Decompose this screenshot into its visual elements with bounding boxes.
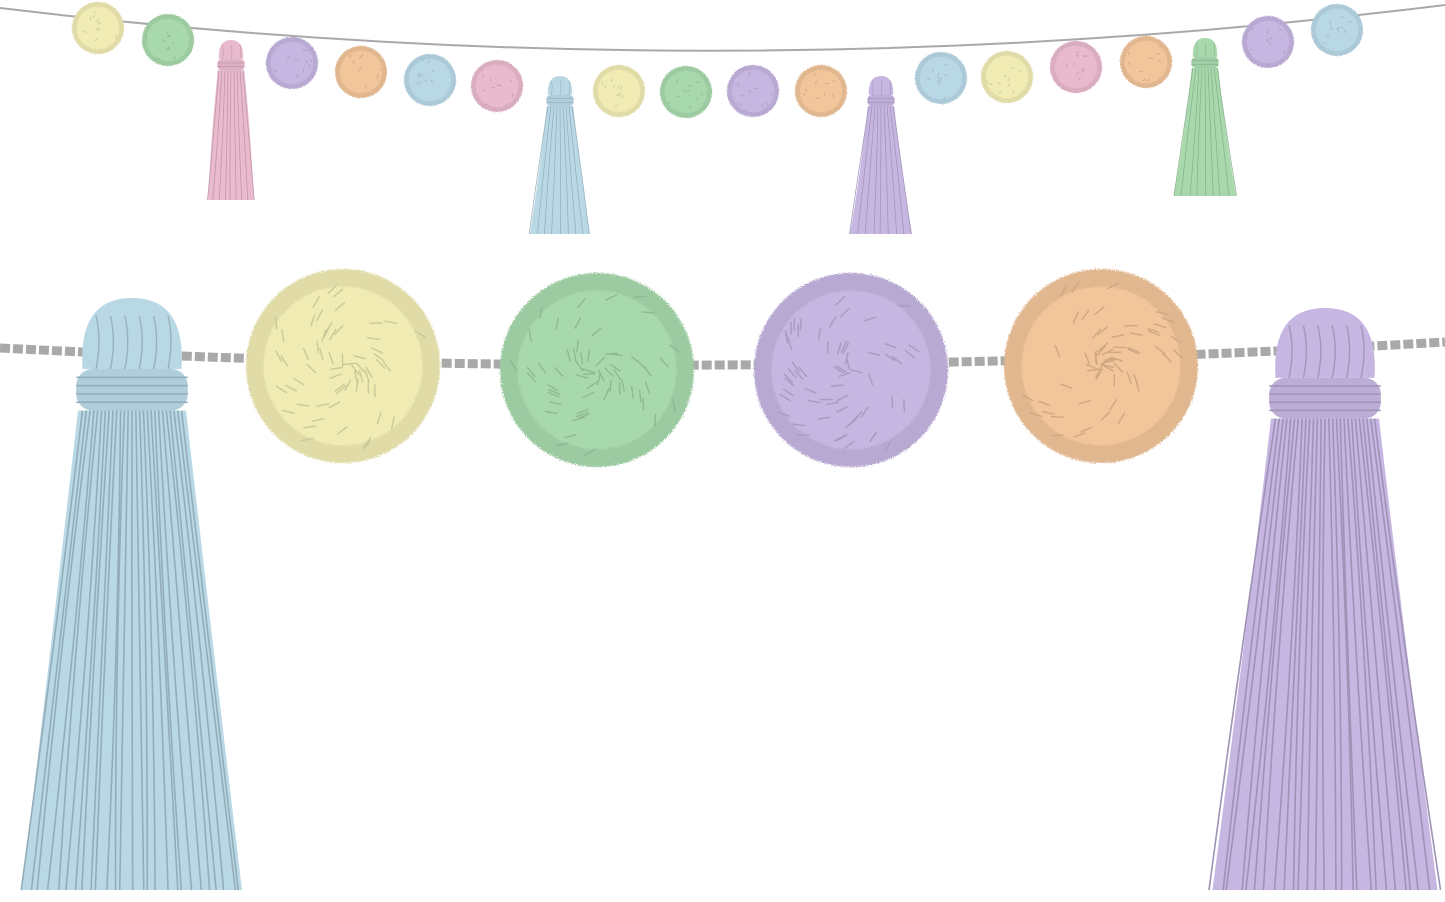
top-pompom-blue — [404, 54, 456, 106]
top-pompom-peach — [335, 46, 387, 98]
bottom-garland — [0, 269, 1445, 890]
top-tassel-pink — [208, 40, 255, 200]
top-pompom-peach — [795, 65, 847, 117]
top-pompom-green — [142, 14, 194, 66]
bottom-tassel-lavender — [1209, 308, 1441, 890]
top-pompom-pink — [1050, 41, 1102, 93]
top-pompom-pink — [471, 60, 523, 112]
top-pompom-lavender — [1242, 16, 1294, 68]
top-pompom-blue — [915, 52, 967, 104]
top-garland — [0, 2, 1445, 234]
top-tassel-green — [1174, 38, 1237, 196]
top-pompom-yellow — [72, 2, 124, 54]
top-pompom-blue — [1311, 4, 1363, 56]
top-garland-cord — [0, 5, 1445, 51]
top-pompom-yellow — [981, 51, 1033, 103]
top-pompom-lavender — [266, 37, 318, 89]
top-pompom-green — [660, 66, 712, 118]
bottom-pompom-yellow — [246, 269, 440, 463]
bottom-tassel-blue — [21, 298, 242, 890]
top-tassel-blue — [529, 76, 590, 234]
top-pompom-lavender — [727, 65, 779, 117]
bottom-pompom-peach — [1004, 269, 1198, 463]
top-pompom-yellow — [593, 65, 645, 117]
bottom-garland-cord — [0, 342, 1445, 365]
top-pompom-peach — [1120, 36, 1172, 88]
top-tassel-lavender — [849, 76, 912, 234]
bottom-pompom-lavender — [754, 273, 948, 467]
bottom-pompom-green — [500, 273, 694, 467]
